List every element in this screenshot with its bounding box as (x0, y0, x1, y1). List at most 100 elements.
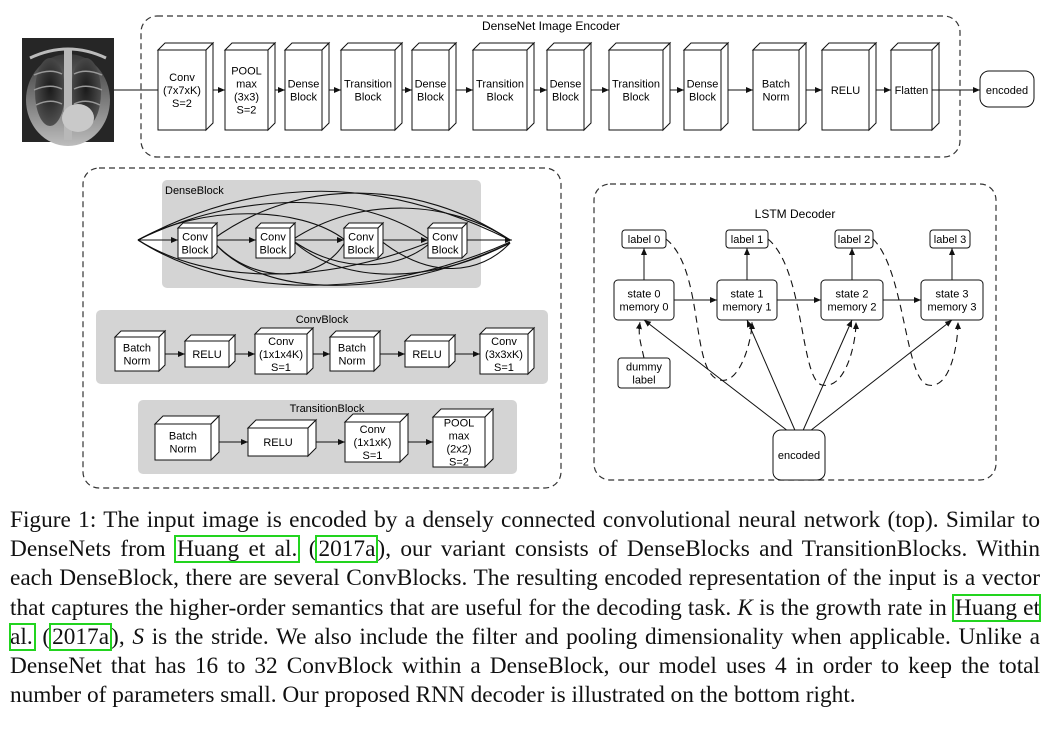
block-label-line: Dense (687, 78, 719, 90)
denseblock-title: DenseBlock (165, 185, 224, 197)
blocks-detail-panel (82, 167, 562, 489)
output-label-node: label 0 (621, 229, 667, 249)
decoder-panel (593, 183, 997, 481)
block-label-line: Dense (550, 78, 582, 90)
encoder-block: DenseBlock (410, 41, 458, 132)
block-label-line: S=2 (449, 456, 469, 468)
transition-layer: RELU (246, 418, 318, 458)
block-label-line: (7x7xK) (163, 85, 201, 97)
encoded-output-label: encoded (986, 85, 1028, 97)
block-label-line: Batch (762, 78, 790, 90)
block-label-line: Dense (415, 78, 447, 90)
block-label-line: (1x1xK) (354, 437, 392, 449)
block-label-line: (1x1x4K) (259, 349, 303, 361)
encoder-block: Conv(7x7xK)S=2 (156, 41, 215, 132)
block-label-line: Conv (268, 336, 294, 348)
decoder-title: LSTM Decoder (755, 207, 836, 221)
decoder-encoded-label: encoded (778, 450, 820, 462)
convblock-layer: Conv(1x1x4K)S=1 (253, 326, 315, 376)
encoder-block: RELU (820, 41, 878, 132)
block-label-line: Block (260, 244, 287, 256)
block-label-line: Conv (491, 336, 517, 348)
encoder-block: TransitionBlock (339, 41, 404, 132)
block-label-line: (3x3) (234, 91, 259, 103)
block-label-line: Conv (360, 424, 386, 436)
block-label-line: memory 2 (828, 301, 877, 313)
citation-link[interactable]: Huang et al. (9, 593, 1041, 651)
encoder-block: Flatten (889, 41, 941, 132)
block-label-line: Block (487, 91, 514, 103)
caption-text-1: Figure 1: The input image is encoded by … (10, 507, 1040, 563)
block-label-line: memory 3 (928, 301, 977, 313)
block-label-line: Batch (123, 342, 151, 354)
block-label-line: Norm (124, 355, 151, 367)
caption-text-3: is the growth rate in (752, 594, 953, 621)
citation-year-link[interactable]: 2017a (49, 622, 113, 651)
convblock-title: ConvBlock (296, 314, 349, 326)
block-label-line: RELU (263, 437, 292, 449)
block-label-line: Block (552, 91, 579, 103)
convblock-layer: RELU (183, 333, 237, 369)
block-label-line: memory 0 (620, 301, 669, 313)
dense-conv-block: ConvBlock (426, 221, 469, 260)
output-label-text: label 1 (731, 234, 763, 246)
block-label-line: (2x2) (446, 443, 471, 455)
encoded-output-node (979, 70, 1035, 108)
block-label-line: Block (290, 91, 317, 103)
chest-xray-image (22, 38, 114, 146)
convblock-layer: Conv(3x3xK)S=1 (478, 326, 536, 376)
output-label-text: label 3 (934, 234, 966, 246)
block-label-line: Block (355, 91, 382, 103)
citation-link[interactable]: Huang et al. (173, 535, 301, 564)
block-label-line: Conv (169, 72, 195, 84)
figure-caption: Figure 1: The input image is encoded by … (9, 507, 1041, 709)
block-label-line: label (632, 374, 655, 386)
block-label-line: state 2 (835, 288, 868, 300)
architecture-figure: DenseNet Image Encoder Conv(7x7xK)S=2POO… (22, 15, 1035, 489)
denseblock-connections (137, 190, 512, 286)
block-label-line: Conv (260, 231, 286, 243)
block-label-line: Conv (182, 231, 208, 243)
block-label-line: RELU (412, 349, 441, 361)
block-label-line: Batch (169, 430, 197, 442)
block-label-line: RELU (192, 349, 221, 361)
block-label-line: POOL (444, 417, 475, 429)
encoder-title: DenseNet Image Encoder (482, 19, 620, 33)
transition-layer: Conv(1x1xK)S=1 (343, 412, 410, 464)
caption-text-5: is the stride. We also include the filte… (10, 623, 1040, 709)
transitionblock-title: TransitionBlock (290, 403, 365, 415)
encoder-block: DenseBlock (545, 41, 593, 132)
block-label-line: (3x3xK) (485, 349, 523, 361)
block-label-line: state 0 (627, 288, 660, 300)
citation-year-link[interactable]: 2017a (315, 535, 379, 564)
block-label-line: Norm (339, 355, 366, 367)
decoder-encoded-node: encoded (772, 429, 826, 481)
block-label-line: Transition (612, 78, 660, 90)
block-label-line: Block (623, 91, 650, 103)
block-label-line: RELU (831, 85, 860, 97)
block-label-line: Block (689, 91, 716, 103)
encoder-block: TransitionBlock (607, 41, 672, 132)
convblock-layer: RELU (403, 333, 457, 369)
output-label-node: label 1 (725, 229, 769, 249)
caption-text-2: , our variant consists of DenseBlocks an… (10, 536, 1040, 621)
output-label-node: label 2 (834, 229, 874, 249)
caption-text-4: , (118, 623, 133, 650)
block-label-line: dummy (626, 361, 663, 373)
output-label-text: label 2 (838, 234, 870, 246)
block-label-line: S=1 (494, 362, 514, 374)
encoder-block: DenseBlock (682, 41, 730, 132)
transitionblock-panel (138, 400, 517, 474)
encoder-block: DenseBlock (283, 41, 331, 132)
